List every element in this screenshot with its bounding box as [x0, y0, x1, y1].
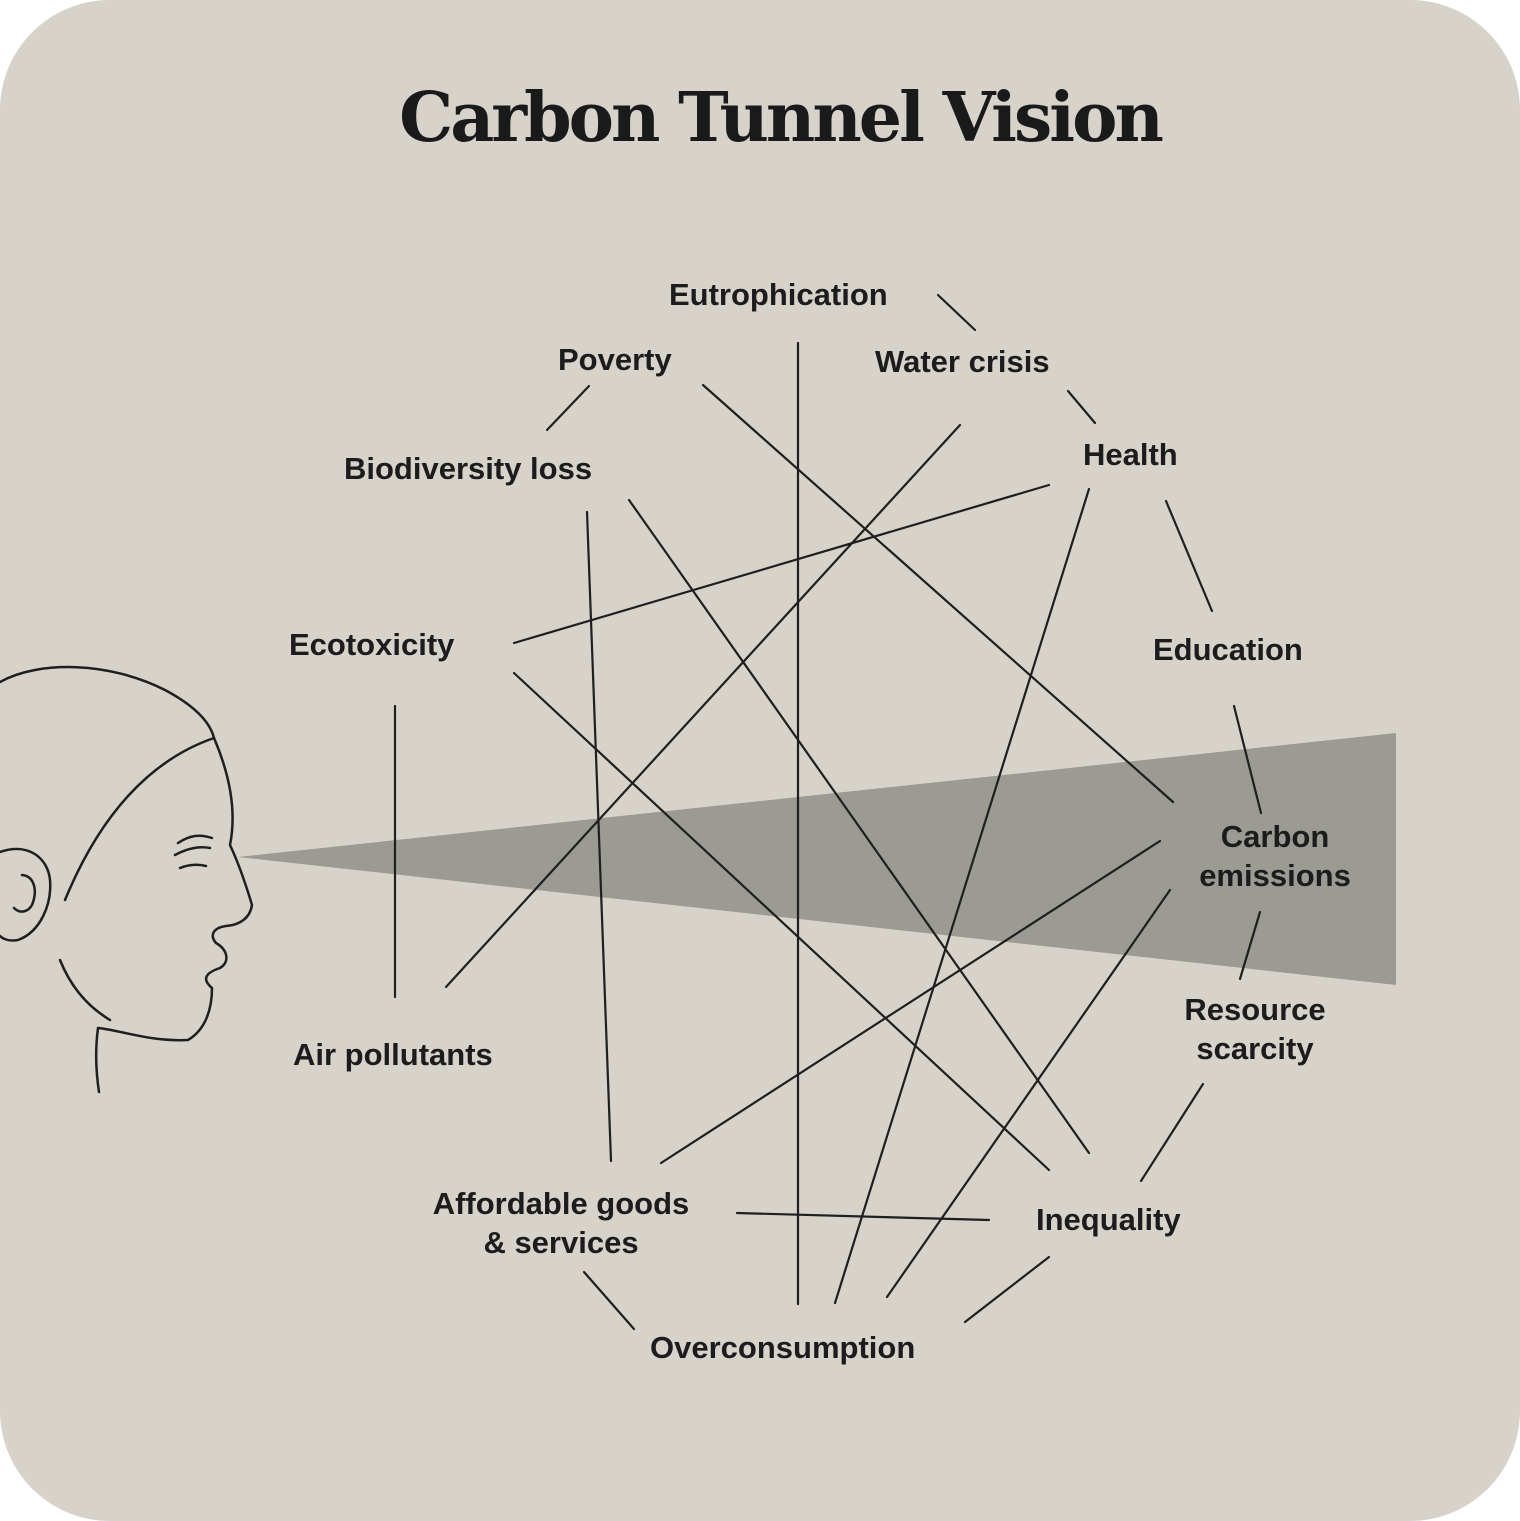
ear-outline	[0, 847, 52, 942]
node-eutrophication: Eutrophication	[669, 277, 888, 312]
edge-carbon-resource	[1238, 910, 1262, 981]
node-carbon-emissions-line-1: Carbon	[1220, 819, 1330, 854]
face-profile	[96, 736, 254, 1042]
edge-resource-inequality	[1139, 1082, 1205, 1183]
node-resource-scarcity: Resource scarcity	[1160, 990, 1350, 1068]
node-air-pollutants: Air pollutants	[293, 1037, 493, 1072]
node-carbon-emissions-line-2: emissions	[1199, 858, 1351, 893]
eye-line	[173, 846, 212, 857]
edge-poverty-carbon	[701, 383, 1175, 804]
edge-biodiversity-inequality	[627, 498, 1091, 1155]
edge-affordable-overconsumption	[582, 1270, 636, 1331]
ear-inner	[12, 873, 36, 913]
diagram-title: Carbon Tunnel Vision	[399, 78, 1164, 158]
node-affordable-goods-line-1: Affordable goods	[432, 1186, 690, 1221]
eye-brow	[176, 834, 214, 845]
edge-poverty-biodiversity	[545, 384, 591, 432]
node-education: Education	[1153, 632, 1303, 667]
node-resource-scarcity-line-2: scarcity	[1196, 1031, 1314, 1066]
edge-carbon-affordable	[659, 839, 1162, 1165]
edge-health-ecotoxicity	[512, 483, 1051, 645]
node-biodiversity-loss: Biodiversity loss	[344, 451, 593, 486]
jaw-line	[58, 958, 112, 1022]
node-affordable-goods-services: Affordable goods & services	[410, 1184, 712, 1262]
edge-education-carbon	[1232, 704, 1263, 815]
human-head-profile-icon	[0, 665, 254, 1094]
eye-lower	[178, 863, 208, 870]
node-carbon-emissions: Carbon emissions	[1180, 817, 1370, 895]
node-resource-scarcity-line-1: Resource	[1184, 992, 1326, 1027]
node-inequality: Inequality	[1036, 1202, 1181, 1237]
node-overconsumption: Overconsumption	[650, 1330, 916, 1365]
edge-biodiversity-affordable	[585, 510, 613, 1163]
edge-health-overconsumption	[833, 487, 1091, 1305]
edge-inequality-overconsumption	[963, 1255, 1051, 1324]
edge-carbon-overconsumption	[885, 888, 1172, 1299]
tunnel-vision-beam	[238, 733, 1396, 985]
head-outline	[0, 665, 216, 902]
node-affordable-goods-line-2: & services	[483, 1225, 639, 1260]
node-poverty: Poverty	[558, 342, 672, 377]
edge-health-education	[1164, 499, 1214, 613]
node-ecotoxicity: Ecotoxicity	[289, 627, 455, 662]
node-health: Health	[1083, 437, 1178, 472]
relationship-lines	[393, 293, 1263, 1331]
edge-eutrophication-water-crisis	[936, 293, 977, 332]
neck-line	[94, 1026, 101, 1094]
edge-ecotoxicity-inequality	[512, 671, 1051, 1172]
edge-water-crisis-health	[1066, 389, 1097, 425]
edge-affordable-inequality	[735, 1211, 991, 1222]
node-water-crisis: Water crisis	[875, 344, 1050, 379]
edge-water-crisis-air-pollutants	[444, 423, 962, 989]
